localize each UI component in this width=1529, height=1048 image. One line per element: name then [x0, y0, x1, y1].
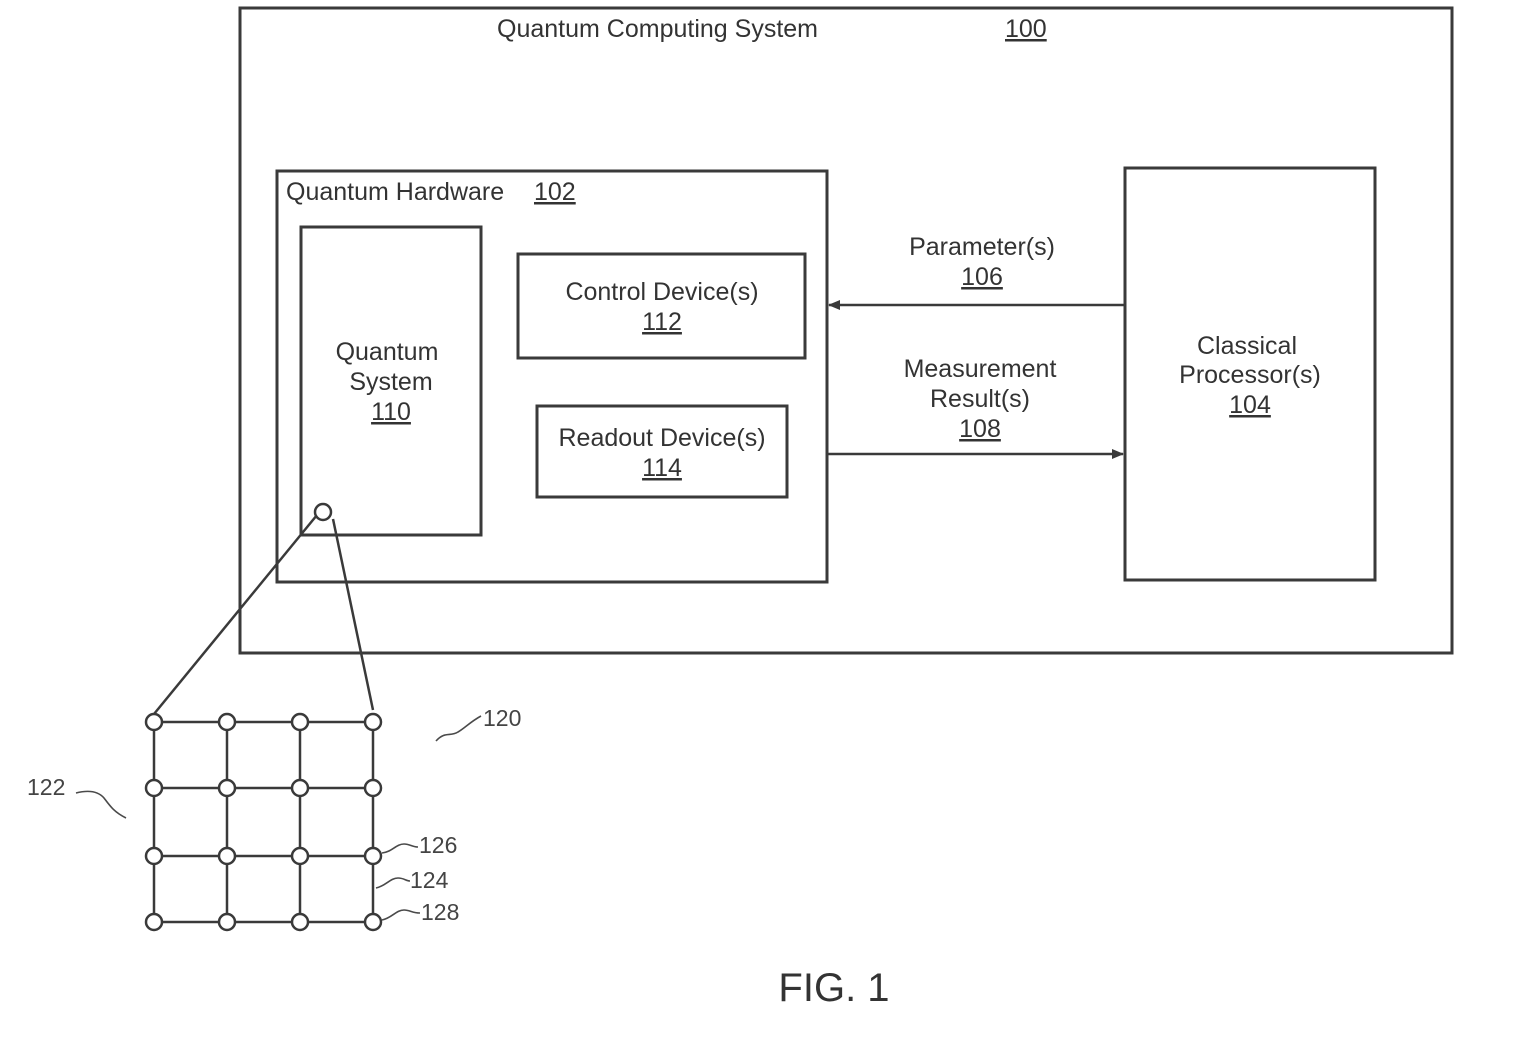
zoom-line-right: [333, 519, 373, 710]
qubit-node: [219, 914, 235, 930]
ref-120-leader: [436, 716, 481, 741]
qubit-node: [146, 714, 162, 730]
control-device-box: [518, 254, 805, 358]
readout-device-title: Readout Device(s): [558, 424, 765, 452]
quantum-system-label-2: System: [349, 368, 432, 396]
readout-device-number: 114: [642, 454, 682, 482]
qubit-node: [219, 714, 235, 730]
measurements-label-1: Measurement: [904, 355, 1057, 383]
control-device-title: Control Device(s): [565, 278, 758, 306]
qubit-node: [219, 848, 235, 864]
qubit-node: [365, 848, 381, 864]
qubit-node: [365, 780, 381, 796]
system-title: Quantum Computing System: [497, 15, 818, 43]
parameters-label: Parameter(s): [909, 233, 1055, 261]
qubit-lattice: [146, 714, 381, 930]
qubit-node: [292, 714, 308, 730]
parameters-number: 106: [961, 263, 1003, 291]
qubit-node: [146, 780, 162, 796]
classical-processor-label-2: Processor(s): [1179, 361, 1321, 389]
qubit-node: [365, 914, 381, 930]
system-box: [240, 8, 1452, 653]
figure-caption: FIG. 1: [778, 966, 889, 1010]
ref-126-leader: [382, 844, 418, 853]
quantum-system-label-1: Quantum: [336, 338, 439, 366]
ref-120: 120: [483, 705, 521, 731]
control-device-number: 112: [642, 308, 682, 336]
qubit-node: [365, 714, 381, 730]
qubit-node: [292, 848, 308, 864]
ref-122: 122: [27, 774, 65, 800]
ref-128-leader: [382, 910, 420, 920]
qubit-node: [146, 848, 162, 864]
ref-122-leader: [76, 791, 126, 818]
ref-124-leader: [376, 878, 410, 888]
classical-processor-label-1: Classical: [1197, 332, 1297, 360]
system-number: 100: [1005, 15, 1047, 43]
ref-124: 124: [410, 867, 449, 893]
hardware-number: 102: [534, 178, 576, 206]
zoom-line-left: [154, 515, 317, 714]
qubit-node: [292, 914, 308, 930]
ref-126: 126: [419, 832, 457, 858]
classical-processor-number: 104: [1229, 391, 1271, 419]
qubit-node: [219, 780, 235, 796]
quantum-system-number: 110: [371, 398, 411, 426]
zoom-qubit: [315, 504, 331, 520]
hardware-title: Quantum Hardware: [286, 178, 504, 206]
measurements-label-2: Result(s): [930, 385, 1030, 413]
ref-128: 128: [421, 899, 459, 925]
measurements-number: 108: [959, 415, 1001, 443]
qubit-node: [292, 780, 308, 796]
qubit-node: [146, 914, 162, 930]
